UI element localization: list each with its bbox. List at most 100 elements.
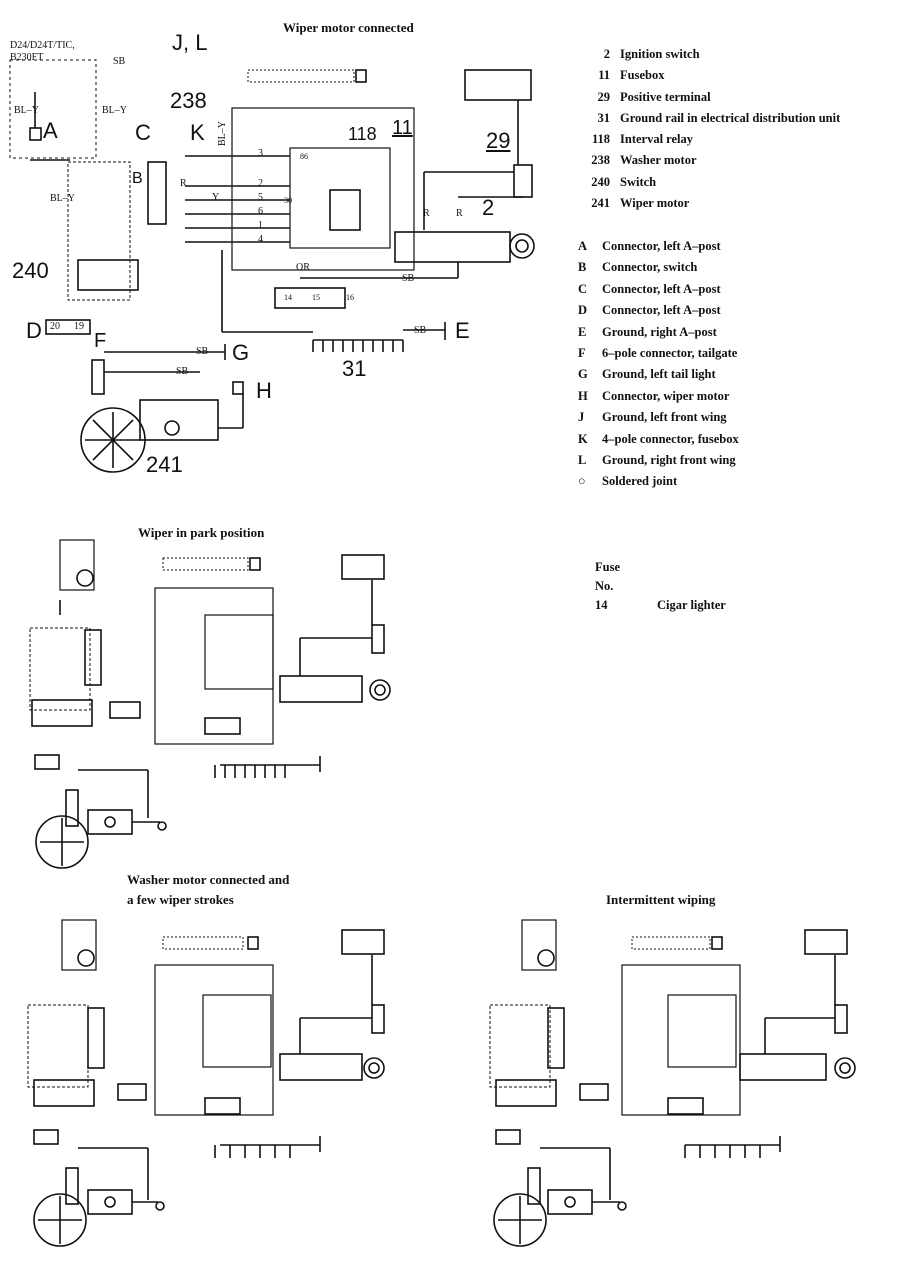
pin-3: 3 — [258, 148, 263, 159]
component-number: 240 — [591, 174, 610, 189]
component-number: 11 — [598, 68, 610, 83]
component-name: Wiper motor — [620, 196, 690, 211]
pin-86: 86 — [300, 152, 308, 161]
component-number: 29 — [597, 89, 611, 104]
connector-description: Connector, left A–post — [602, 281, 721, 296]
connector-description: Connector, switch — [602, 260, 698, 275]
label-b: B — [132, 170, 143, 187]
connector-key: E — [578, 324, 587, 339]
title-washer-1: Washer motor connected and — [127, 872, 290, 887]
engine-note-2: B230FT — [10, 52, 44, 63]
connector-legend-row: B Connector, switch — [578, 257, 739, 278]
label-h: H — [256, 378, 272, 403]
fuse-number: 14 — [595, 598, 608, 612]
title-main: Wiper motor connected — [283, 20, 414, 35]
wire-r: R — [180, 178, 187, 189]
label-11: 11 — [392, 117, 413, 139]
pin-4: 4 — [258, 234, 263, 245]
label-31: 31 — [342, 356, 367, 381]
connector-legend-row: L Ground, right front wing — [578, 450, 739, 471]
fuse-row: 14 Cigar lighter — [595, 596, 726, 615]
label-g: G — [232, 340, 250, 365]
connector-key: B — [578, 260, 587, 275]
connector-key: H — [578, 388, 588, 403]
wire-bly-c: BL–Y — [102, 105, 127, 116]
connector-key: C — [578, 281, 588, 296]
pin-5: 5 — [258, 192, 263, 203]
connector-key: ○ — [578, 474, 586, 489]
connector-description: Ground, left front wing — [602, 410, 727, 425]
pin-19: 19 — [74, 321, 84, 332]
connector-description: 6–pole connector, tailgate — [602, 345, 738, 360]
connector-legend-row: A Connector, left A–post — [578, 236, 739, 257]
pin-20: 20 — [50, 321, 60, 332]
wire-r-ign1: R — [423, 208, 430, 219]
component-legend-row: 241 Wiper motor — [578, 193, 840, 214]
washer-diagram — [27, 919, 385, 1247]
wiper-motor-switch — [139, 399, 219, 441]
fusible-link — [513, 164, 533, 198]
component-number: 241 — [591, 196, 610, 211]
label-c: C — [135, 120, 151, 145]
connector-description: Ground, right A–post — [602, 324, 717, 339]
ignition-key — [509, 233, 535, 259]
label-29: 29 — [486, 128, 511, 153]
engine-note-1: D24/D24T/TIC, — [10, 40, 75, 51]
component-name: Positive terminal — [620, 89, 711, 104]
wire-sb-top: SB — [113, 56, 126, 67]
fuse-header-2: No. — [595, 579, 614, 593]
label-f: F — [94, 330, 107, 352]
label-a: A — [43, 118, 58, 143]
pin-6: 6 — [258, 206, 263, 217]
connector-key: L — [578, 452, 587, 467]
connector-h — [232, 381, 244, 395]
fuse-terminal — [355, 69, 367, 83]
connector-description: Ground, right front wing — [602, 452, 736, 467]
label-238: 238 — [170, 88, 207, 113]
wire-r-ign2: R — [456, 208, 463, 219]
connector-description: Ground, left tail light — [602, 367, 716, 382]
relay-118-box — [231, 107, 415, 271]
connector-description: Connector, left A–post — [602, 303, 721, 318]
component-name: Ignition switch — [620, 47, 700, 61]
label-241: 241 — [146, 452, 183, 477]
component-name: Ground rail in electrical distribution u… — [620, 110, 841, 125]
component-legend-row: 11 Fusebox — [578, 65, 840, 86]
wire-or: OR — [296, 262, 310, 273]
label-e: E — [455, 318, 470, 343]
title-park: Wiper in park position — [138, 525, 265, 540]
wire-sb-f: SB — [176, 366, 189, 377]
park-diagram — [29, 539, 391, 869]
component-name: Washer motor — [620, 153, 697, 168]
component-name: Fusebox — [620, 68, 665, 83]
connector-d — [45, 319, 91, 335]
connector-key: D — [578, 303, 588, 318]
ignition-switch-2 — [394, 231, 511, 263]
wire-bly-left: BL–Y — [50, 193, 75, 204]
wire-bly-vertical: BL–Y — [217, 121, 228, 146]
connector-key: F — [578, 345, 586, 360]
relay-coil — [329, 189, 361, 231]
title-washer-2: a few wiper strokes — [127, 892, 234, 907]
connector-legend-row: E Ground, right A–post — [578, 322, 739, 343]
connector-description: Connector, left A–post — [602, 239, 721, 253]
connector-legend-row: D Connector, left A–post — [578, 300, 739, 321]
relay-inner — [289, 147, 391, 249]
connector-f — [91, 359, 105, 395]
pin-15: 15 — [312, 293, 320, 302]
component-name: Interval relay — [620, 132, 694, 147]
connector-key: A — [578, 239, 588, 253]
pin-30: 30 — [284, 196, 292, 205]
title-intermittent: Intermittent wiping — [606, 892, 716, 907]
connector-description: Soldered joint — [602, 474, 678, 489]
pin-2: 2 — [258, 178, 263, 189]
component-number: 118 — [591, 132, 610, 147]
